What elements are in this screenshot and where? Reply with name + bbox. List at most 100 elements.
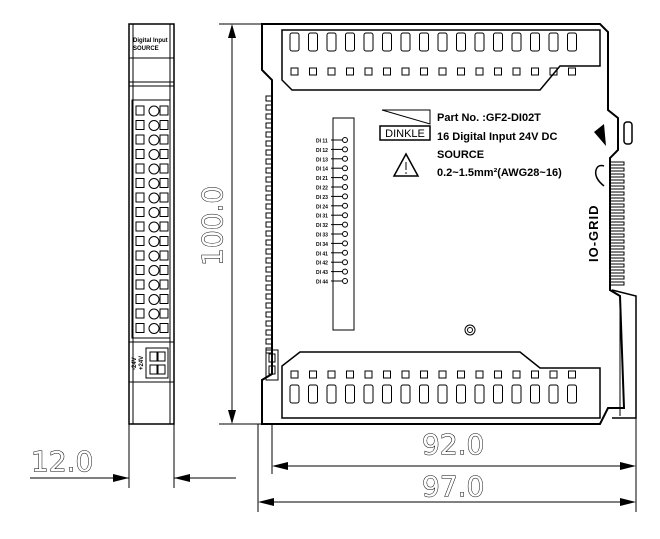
terminal-release <box>159 178 169 188</box>
rib <box>610 179 625 184</box>
rib <box>265 212 273 219</box>
rib <box>265 113 273 120</box>
warning-triangle-icon <box>392 152 420 177</box>
rib <box>265 275 273 282</box>
vent-square <box>401 370 410 379</box>
vent-square <box>494 370 502 379</box>
channel-point <box>342 155 348 162</box>
terminal-clamp <box>135 250 145 261</box>
vent-square <box>309 370 317 379</box>
rib <box>265 230 273 237</box>
vent-square <box>438 67 447 76</box>
rib <box>265 194 273 201</box>
rib <box>610 245 625 250</box>
channel-label: DI 22 <box>316 186 328 192</box>
part-type: SOURCE <box>437 149 484 161</box>
terminal-release <box>159 134 169 145</box>
terminal-release <box>159 279 169 290</box>
power-terminal <box>145 347 169 379</box>
terminal-screw <box>148 163 160 175</box>
io-grid-swoosh-icon <box>594 164 605 187</box>
terminal-screw <box>148 323 160 334</box>
rib <box>610 227 625 232</box>
rib <box>610 209 625 214</box>
rib <box>265 149 273 156</box>
terminal-clamp <box>135 192 145 203</box>
channel-point <box>342 259 348 266</box>
channel-label: DI 31 <box>316 214 328 220</box>
terminal-clamp <box>135 294 145 304</box>
terminal-screw <box>148 120 160 131</box>
front-title-line1: Digital Input <box>133 38 168 44</box>
rib <box>610 233 625 238</box>
terminal-clamp <box>135 105 145 116</box>
top-vent-squares <box>290 67 576 76</box>
vent-slot <box>456 384 466 404</box>
rib <box>265 122 273 129</box>
dim-total-width: 97.0 <box>422 470 484 503</box>
terminal-clamp <box>135 308 145 319</box>
vent-slot <box>474 384 485 404</box>
terminal-clamp <box>135 279 145 290</box>
rib <box>610 269 625 274</box>
terminal-clamp <box>135 134 145 145</box>
vent-square <box>475 370 484 379</box>
front-view: Digital Input SOURCE -24V +24V <box>128 23 175 425</box>
vent-slot <box>326 32 337 52</box>
vent-slot <box>326 384 337 404</box>
vent-slot <box>289 32 300 52</box>
rib <box>265 221 273 228</box>
vent-square <box>475 67 484 76</box>
vent-square <box>457 370 465 379</box>
right-side-ribs <box>610 161 625 286</box>
terminal-screw <box>148 207 160 218</box>
vent-slot <box>456 32 466 52</box>
rib <box>265 95 273 102</box>
rib <box>610 167 625 172</box>
terminal-release <box>159 308 169 319</box>
channel-point <box>342 249 348 256</box>
vent-slot <box>511 32 522 52</box>
vent-square <box>327 67 336 76</box>
terminal-screw <box>148 221 160 233</box>
channel-point <box>342 137 348 143</box>
vent-slot <box>308 384 318 404</box>
vent-slot <box>419 32 429 52</box>
vent-square <box>568 67 576 76</box>
rib <box>610 281 625 286</box>
rib <box>610 221 625 226</box>
terminal-screw <box>148 265 160 276</box>
brand-text: DINKLE <box>385 128 425 140</box>
terminal-release <box>159 105 169 116</box>
vent-square <box>512 67 521 76</box>
terminal-screw <box>148 308 160 320</box>
rib <box>265 257 273 264</box>
rib <box>265 131 273 138</box>
vent-slot <box>530 384 540 404</box>
vent-square <box>309 67 317 76</box>
vent-square <box>457 67 465 76</box>
channel-label: DI 14 <box>316 167 328 173</box>
channel-point <box>342 240 348 247</box>
vent-square <box>364 370 373 379</box>
front-title-line2: SOURCE <box>133 46 159 52</box>
vent-square <box>346 370 354 379</box>
vent-square <box>568 370 576 379</box>
channel-point <box>342 202 348 209</box>
terminal-release <box>159 323 169 333</box>
rib <box>610 215 625 220</box>
rib <box>610 185 625 190</box>
channel-strip <box>332 117 355 331</box>
vent-slot <box>419 384 429 404</box>
vent-slot <box>345 384 355 404</box>
vent-slot <box>474 32 485 52</box>
terminal-clamp <box>135 120 145 130</box>
power-label-pos: +24V <box>139 356 145 370</box>
terminal-screw <box>148 134 160 146</box>
rib <box>265 248 273 255</box>
rib <box>265 311 273 318</box>
rib <box>610 203 625 208</box>
rib <box>265 167 273 174</box>
vent-square <box>531 67 539 76</box>
